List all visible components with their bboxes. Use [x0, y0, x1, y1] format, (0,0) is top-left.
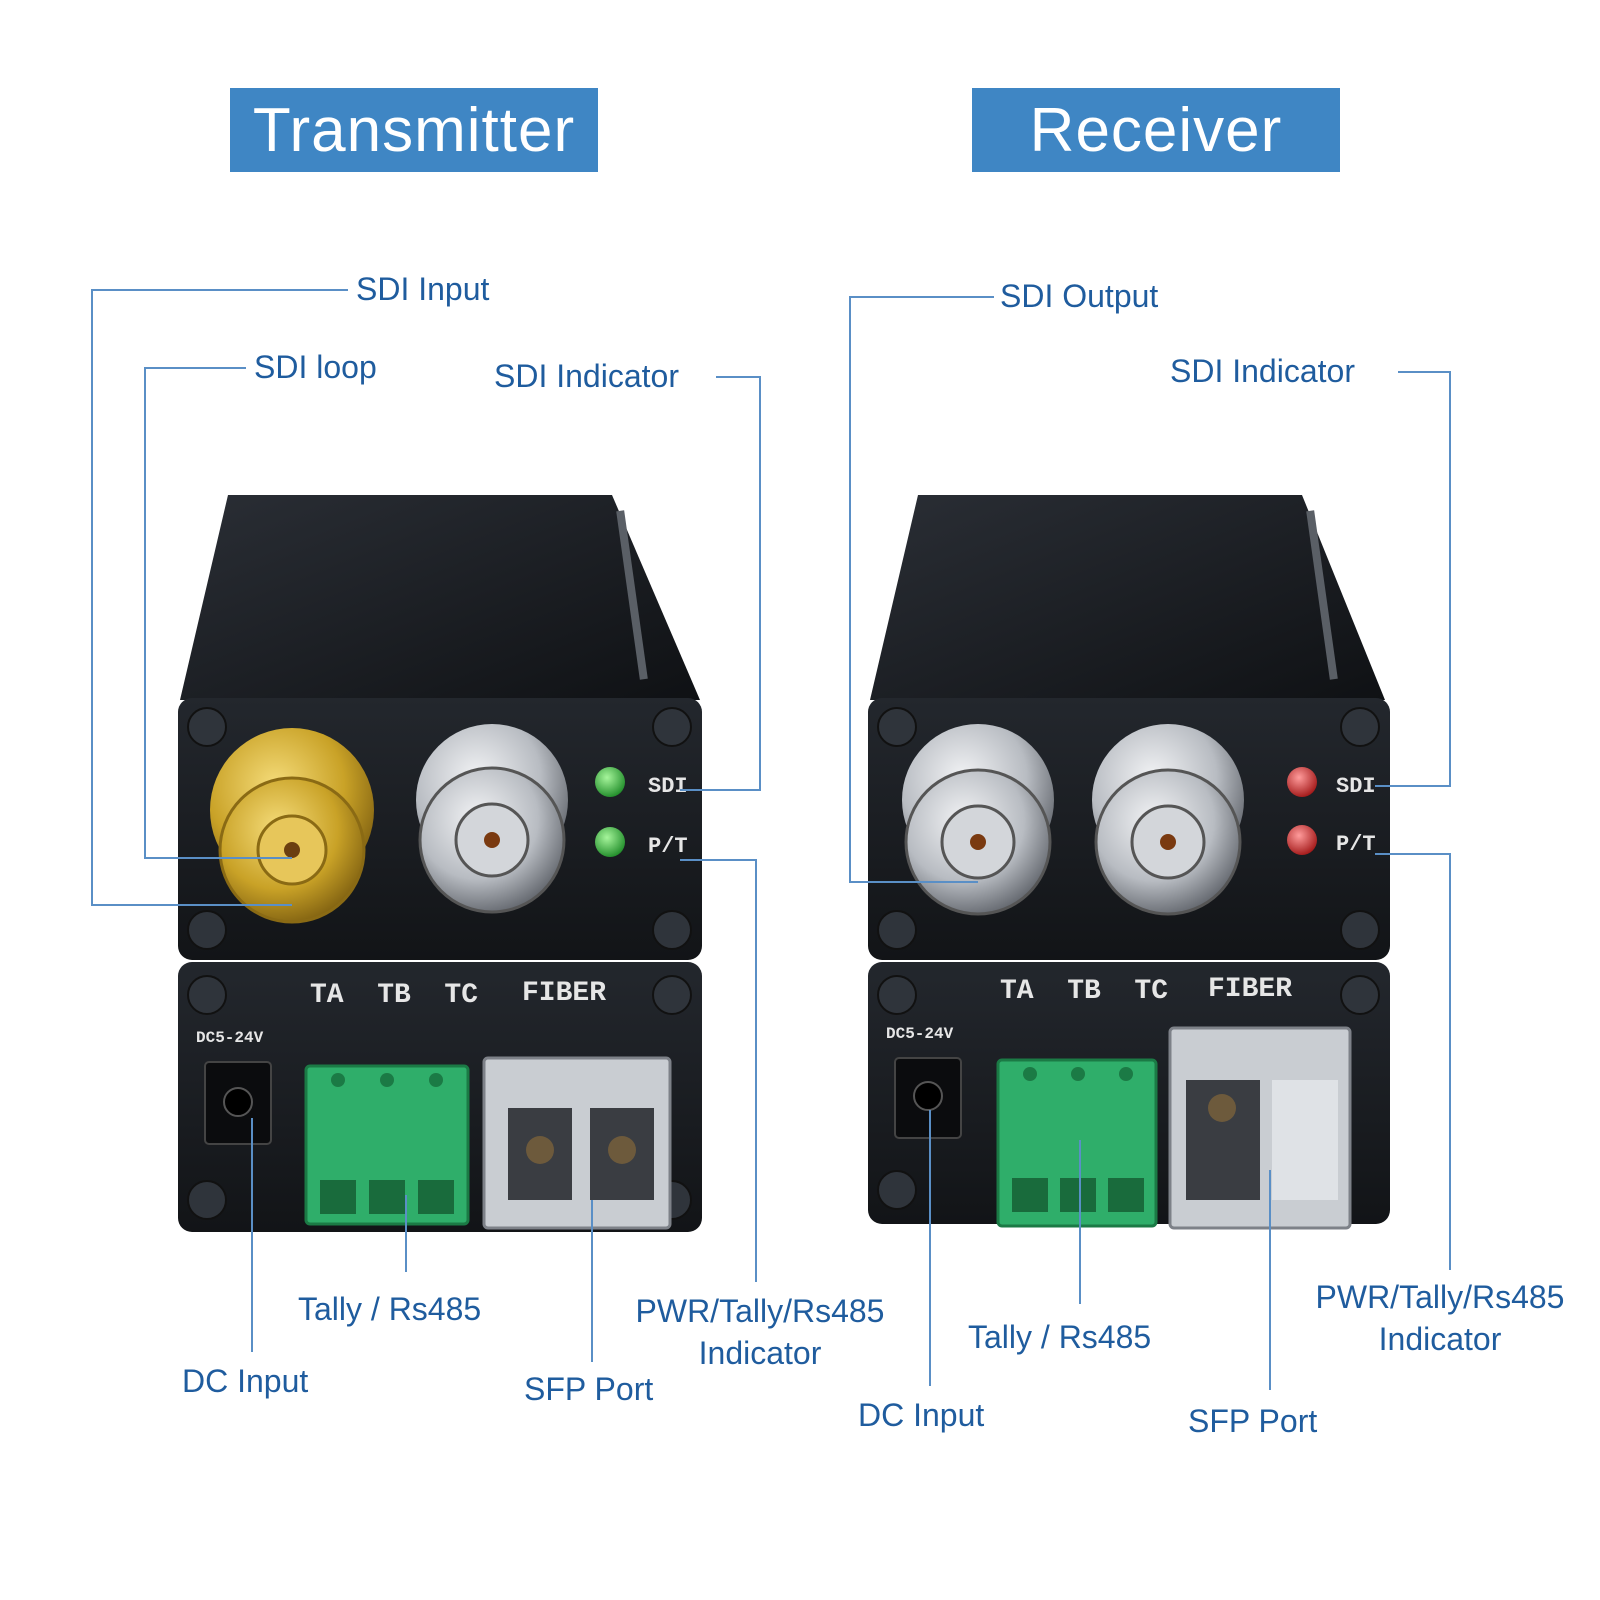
- screw-icon: [652, 975, 692, 1015]
- label-pwr-indicator-line1: PWR/Tally/Rs485: [1315, 1279, 1565, 1315]
- screw-icon: [187, 707, 227, 747]
- led-sdi-label: SDI: [1336, 774, 1376, 799]
- leader-line: [680, 859, 757, 1282]
- sdi-output-2-bnc-icon: [1092, 724, 1244, 916]
- sfp-module-icon: [1168, 1026, 1352, 1230]
- transmitter-title: Transmitter: [230, 88, 598, 172]
- label-pwr-indicator: PWR/Tally/Rs485 Indicator: [1290, 1278, 1590, 1358]
- sdi-led-icon: [1287, 767, 1317, 797]
- screw-icon: [1340, 910, 1380, 950]
- screw-icon: [877, 975, 917, 1015]
- label-sdi-input: SDI Input: [356, 271, 490, 307]
- screw-icon: [877, 707, 917, 747]
- sfp-module-icon: [482, 1056, 672, 1230]
- terminal-labels: TA TB TC: [310, 980, 478, 1011]
- label-pwr-indicator: PWR/Tally/Rs485 Indicator: [610, 1292, 910, 1372]
- label-sfp-port: SFP Port: [524, 1371, 654, 1407]
- transmitter-device: SDI P/T TA TB TC FIBER DC5-24V: [178, 495, 702, 1232]
- screw-icon: [1340, 975, 1380, 1015]
- led-sdi-label: SDI: [648, 774, 688, 799]
- label-sdi-indicator: SDI Indicator: [1170, 353, 1355, 389]
- leader-line: [1375, 371, 1451, 787]
- tally-terminal-block-icon: [304, 1064, 470, 1226]
- pt-led-icon: [595, 827, 625, 857]
- dc-rating-label: DC5-24V: [196, 1029, 264, 1047]
- sdi-input-bnc-icon: [210, 728, 374, 924]
- leader-line: [680, 376, 761, 791]
- led-pt-label: P/T: [1336, 832, 1376, 857]
- label-tally-rs485: Tally / Rs485: [298, 1291, 482, 1327]
- dc-rating-label: DC5-24V: [886, 1025, 954, 1043]
- label-sfp-port: SFP Port: [1188, 1403, 1318, 1439]
- screw-icon: [187, 910, 227, 950]
- label-sdi-output: SDI Output: [1000, 278, 1159, 314]
- label-tally-rs485: Tally / Rs485: [968, 1319, 1152, 1355]
- transmitter-body-top: [180, 495, 700, 700]
- leader-line: [144, 367, 292, 859]
- terminal-labels: TA TB TC: [1000, 976, 1168, 1007]
- label-pwr-indicator-line1: PWR/Tally/Rs485: [635, 1293, 885, 1329]
- screw-icon: [1340, 707, 1380, 747]
- label-sdi-indicator: SDI Indicator: [494, 358, 679, 394]
- screw-icon: [652, 707, 692, 747]
- led-pt-label: P/T: [648, 834, 688, 859]
- fiber-label: FIBER: [522, 978, 606, 1009]
- leader-line: [849, 296, 994, 883]
- label-dc-input: DC Input: [182, 1363, 309, 1399]
- receiver-title: Receiver: [972, 88, 1340, 172]
- screw-icon: [877, 910, 917, 950]
- screw-icon: [877, 1170, 917, 1210]
- sdi-output-bnc-icon: [902, 724, 1054, 916]
- pt-led-icon: [1287, 825, 1317, 855]
- screw-icon: [652, 910, 692, 950]
- fiber-label: FIBER: [1208, 974, 1292, 1005]
- tally-terminal-block-icon: [996, 1058, 1158, 1228]
- label-pwr-indicator-line2: Indicator: [698, 1335, 822, 1371]
- brand-marks: [616, 510, 1338, 680]
- receiver-body-top: [870, 495, 1385, 700]
- leader-lines: [91, 289, 1451, 1390]
- label-dc-input: DC Input: [858, 1397, 985, 1433]
- receiver-device: SDI P/T TA TB TC FIBER DC5-24V: [868, 495, 1390, 1230]
- sdi-loop-bnc-icon: [416, 724, 568, 914]
- leader-line: [91, 289, 348, 906]
- screw-icon: [187, 1180, 227, 1220]
- leader-line: [1375, 853, 1451, 1270]
- sdi-led-icon: [595, 767, 625, 797]
- label-sdi-loop: SDI loop: [254, 349, 377, 385]
- screw-icon: [187, 975, 227, 1015]
- label-pwr-indicator-line2: Indicator: [1378, 1321, 1502, 1357]
